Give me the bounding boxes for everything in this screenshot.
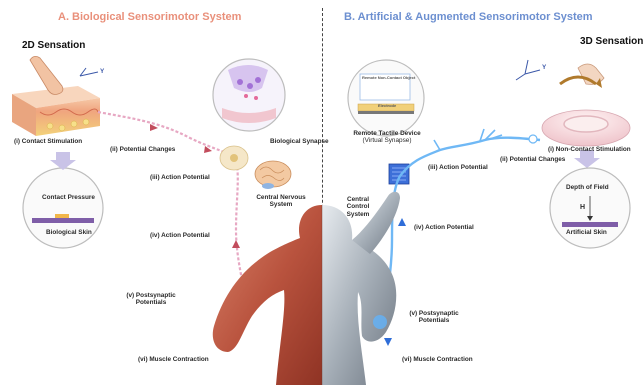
biological-nerve-path [98, 112, 244, 290]
label-action-potential-iii-a: (iii) Action Potential [150, 174, 210, 181]
human-body-figure [213, 192, 400, 385]
artificial-skin-dome [542, 110, 630, 146]
finger-icon [30, 56, 63, 94]
label-artificial-skin: Artificial Skin [566, 229, 607, 236]
label-central-nervous-system: Central Nervous System [255, 194, 307, 209]
label-action-potential-iii-b: (iii) Action Potential [428, 164, 488, 171]
label-potential-changes-a: (ii) Potential Changes [110, 146, 175, 153]
label-muscle-contraction-b: (vi) Muscle Contraction [402, 356, 473, 363]
label-virtual-synapse: (Virtual Synapse) [346, 137, 428, 144]
label-muscle-contraction-a: (vi) Muscle Contraction [138, 356, 209, 363]
non-contact-sensor-icon [529, 135, 537, 143]
inset-title: Remote Non-Contact Object [362, 76, 415, 81]
tactile-device-inset [348, 60, 424, 136]
brain-icon [255, 161, 291, 189]
label-postsynaptic-potentials-a: (v) Postsynaptic Potentials [120, 292, 182, 307]
axis-label-y-a: Y [100, 68, 104, 75]
label-non-contact-stimulation: (i) Non-Contact Stimulation [548, 146, 631, 153]
label-central-control-system: Central Control System [336, 196, 380, 218]
label-biological-skin: Biological Skin [46, 229, 92, 236]
label-contact-pressure: Contact Pressure [42, 194, 95, 201]
label-contact-stimulation: (i) Contact Stimulation [14, 138, 82, 145]
neuron-cell-icon [220, 146, 248, 170]
down-arrow-icon [50, 152, 76, 170]
axis-icon [80, 68, 98, 76]
inset-electrode-label: Electrode [378, 104, 396, 109]
label-action-potential-iv-b: (iv) Action Potential [414, 224, 474, 231]
label-postsynaptic-potentials-b: (v) Postsynaptic Potentials [404, 310, 464, 325]
label-depth-symbol: H [580, 204, 585, 212]
axis-icon [516, 60, 540, 80]
axis-label-y-b: Y [542, 64, 546, 71]
biological-synapse-illustration [213, 59, 285, 131]
central-control-chip-icon [389, 164, 409, 184]
label-remote-tactile-device-title: Remote Tactile Device [346, 130, 428, 137]
label-potential-changes-b: (ii) Potential Changes [500, 156, 565, 163]
label-action-potential-iv-a: (iv) Action Potential [150, 232, 210, 239]
label-remote-tactile-device: Remote Tactile Device (Virtual Synapse) [346, 130, 428, 145]
label-biological-synapse: Biological Synapse [270, 138, 329, 145]
label-depth-of-field: Depth of Field [566, 184, 609, 191]
